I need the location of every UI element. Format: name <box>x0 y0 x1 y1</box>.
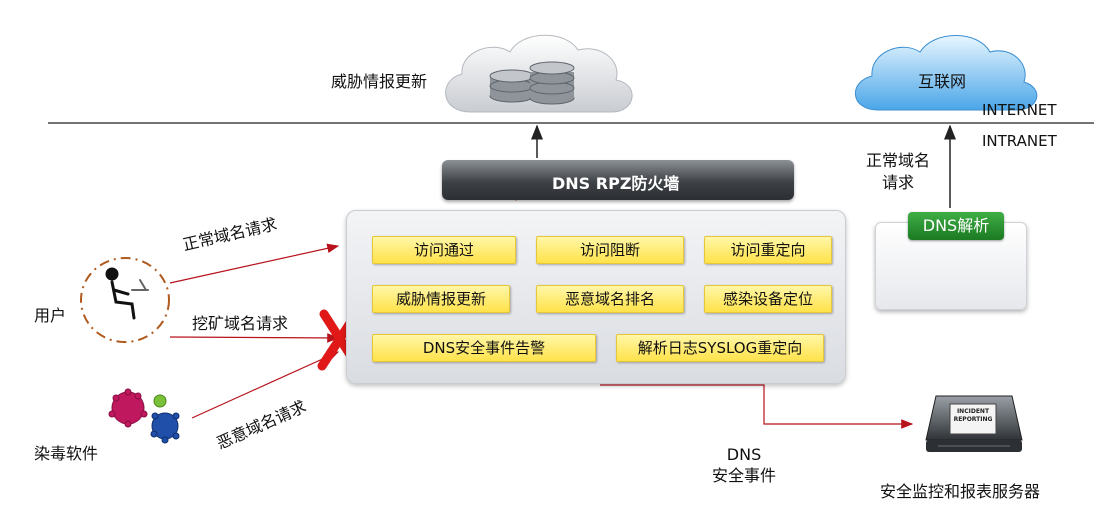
user-icon <box>105 267 149 320</box>
internet-cloud-icon <box>854 35 1038 111</box>
malware-icon <box>108 388 180 444</box>
arrow-mining-request <box>169 333 340 343</box>
incident-reporting-badge: INCIDENT REPORTING <box>953 408 993 423</box>
feature-event-alert: DNS安全事件告警 <box>372 334 596 362</box>
dns-rpz-firewall-bar <box>442 160 794 200</box>
normal-request-right-label: 正常域名 请求 <box>866 151 931 192</box>
user-label: 用户 <box>34 306 67 325</box>
internet-label: INTERNET <box>982 101 1057 119</box>
feature-allow: 访问通过 <box>372 236 516 264</box>
reporting-server-label: 安全监控和报表服务器 <box>880 482 1041 501</box>
dns-event-label: DNS 安全事件 <box>712 445 777 485</box>
mining-request-label: 挖矿域名请求 <box>192 314 289 333</box>
feature-syslog-redirect: 解析日志SYSLOG重定向 <box>616 334 824 362</box>
intranet-label: INTRANET <box>982 132 1057 150</box>
threat-update-label: 威胁情报更新 <box>331 72 428 91</box>
firewall-label: DNS RPZ防火墙 <box>552 174 680 193</box>
feature-infected-locate: 感染设备定位 <box>704 285 832 313</box>
user-circle <box>80 257 170 343</box>
feature-block: 访问阻断 <box>536 236 684 264</box>
feature-threat-update: 威胁情报更新 <box>372 285 510 313</box>
arrow-malicious-request <box>191 351 340 419</box>
dns-resolve-badge: DNS解析 <box>908 212 1004 240</box>
arrow-normal-request <box>169 243 340 284</box>
arrow-dns-event <box>600 384 914 429</box>
threat-intel-cloud-icon <box>445 34 633 113</box>
malware-label: 染毒软件 <box>34 444 99 463</box>
reporting-server-icon <box>925 395 1023 452</box>
internet-cloud-label: 互联网 <box>918 72 967 91</box>
feature-domain-ranking: 恶意域名排名 <box>536 285 684 313</box>
feature-redirect: 访问重定向 <box>704 236 832 264</box>
